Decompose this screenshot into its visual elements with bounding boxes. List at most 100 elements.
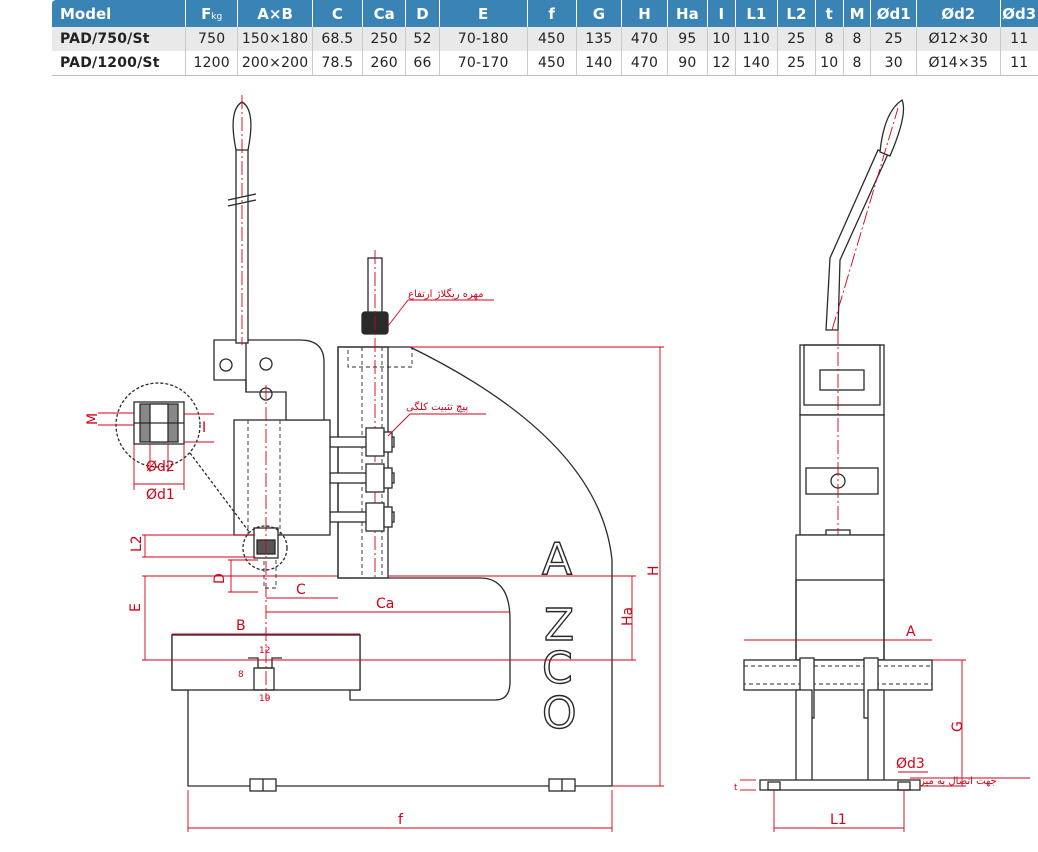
front-view: A Z C O	[115, 95, 613, 792]
dim-m: M	[85, 413, 101, 425]
header-d1: Ød1	[870, 0, 918, 27]
header-l1: L1	[735, 0, 778, 27]
table-cell: 1200	[185, 51, 239, 76]
header-force: Fkg	[185, 0, 239, 27]
note-table-mount: جهت اتصال به میز	[919, 776, 997, 787]
logo-letter-4: O	[542, 688, 577, 739]
header-e: E	[439, 0, 528, 27]
column-bolt-3	[329, 502, 395, 532]
dim-d2: Ød2	[146, 459, 175, 475]
spec-table: Model Fkg A×B C Ca D E f G H Ha I L1 L2 …	[52, 0, 1038, 76]
header-d2: Ød2	[916, 0, 1001, 27]
foot-bolt-left	[249, 778, 277, 792]
header-l2: L2	[777, 0, 816, 27]
table-cell: 25	[777, 27, 816, 51]
table-cell: 68.5	[312, 27, 363, 51]
side-lever-arm	[825, 149, 889, 331]
header-t: t	[815, 0, 844, 27]
dim-h: H	[646, 565, 662, 576]
dim-a: A	[906, 624, 916, 640]
dim-b: B	[236, 618, 246, 634]
table-cell: 140	[576, 51, 623, 76]
table-cell: 52	[405, 27, 440, 51]
note-head-screw: پیچ تثبیت کلگی	[406, 401, 468, 413]
side-work-table	[743, 659, 933, 691]
dim-ha: Ha	[620, 607, 636, 626]
table-cell: 200×200	[237, 51, 313, 76]
header-h: H	[621, 0, 668, 27]
table-cell: 70-170	[439, 51, 528, 76]
detail-circle-small	[242, 525, 288, 571]
side-dimensions: A G Ød3 جهت اتصال به میز t L1	[734, 624, 1030, 832]
table-cell: 470	[621, 27, 668, 51]
table-cell: 140	[735, 51, 778, 76]
table-cell: 260	[362, 51, 407, 76]
dim-i: I	[202, 420, 206, 436]
dim-d: D	[212, 573, 228, 584]
dim-t: t	[734, 783, 738, 793]
header-axb: A×B	[237, 0, 313, 27]
dim-g: G	[950, 721, 966, 732]
table-cell: 25	[777, 51, 816, 76]
table-cell: 11	[1000, 27, 1038, 51]
table-cell: 10	[707, 27, 736, 51]
header-force-label: F	[201, 4, 212, 23]
table-cell: 70-180	[439, 27, 528, 51]
header-ca: Ca	[362, 0, 407, 27]
ram-housing	[233, 419, 331, 536]
header-model: Model	[52, 0, 187, 27]
table-cell: 10	[815, 51, 844, 76]
side-leg-right	[867, 689, 885, 787]
header-g: G	[576, 0, 623, 27]
lever-bracket	[213, 339, 325, 421]
note-height-nut: مهره ریگلاژ ارتفاع	[408, 288, 483, 300]
foot-bolt-right	[548, 778, 576, 792]
table-cell: 470	[621, 51, 668, 76]
table-cell: 66	[405, 51, 440, 76]
dim-l1: L1	[830, 812, 847, 828]
table-cell: 8	[815, 27, 844, 51]
header-f: f	[527, 0, 577, 27]
table-cell: 250	[362, 27, 407, 51]
header-ha: Ha	[667, 0, 708, 27]
dim-l2: L2	[129, 535, 145, 552]
column-bolt-1	[329, 427, 395, 457]
dim-slot-12: 12	[259, 646, 270, 656]
dim-d3: Ød3	[896, 756, 925, 772]
table-cell: 11	[1000, 51, 1038, 76]
logo-letter-3: C	[542, 643, 573, 694]
header-m: M	[843, 0, 872, 27]
table-cell: 12	[707, 51, 736, 76]
table-cell: 8	[843, 51, 872, 76]
dim-ca: Ca	[376, 596, 394, 612]
dim-f: f	[398, 812, 404, 828]
side-body	[795, 534, 885, 661]
table-cell: 30	[870, 51, 918, 76]
header-force-unit: kg	[211, 11, 223, 22]
table-header-row: Model Fkg A×B C Ca D E f G H Ha I L1 L2 …	[52, 0, 1038, 27]
side-base	[759, 779, 921, 791]
header-i: I	[707, 0, 736, 27]
table-cell: 8	[843, 27, 872, 51]
table-cell: 95	[667, 27, 708, 51]
table-cell: 450	[527, 27, 577, 51]
front-dimensions: M I Ød2 Ød1 L2 D C E Ca B	[85, 288, 664, 832]
side-view	[743, 99, 933, 791]
table-cell: 750	[185, 27, 239, 51]
table-cell: 150×180	[237, 27, 313, 51]
table-cell: 135	[576, 27, 623, 51]
table-cell: PAD/750/St	[52, 27, 187, 51]
header-c: C	[312, 0, 363, 27]
side-leg-left	[795, 689, 813, 787]
dim-d1: Ød1	[146, 487, 175, 503]
header-d3: Ød3	[1000, 0, 1038, 27]
table-cell: 450	[527, 51, 577, 76]
header-d: D	[405, 0, 440, 27]
dim-slot-19: 19	[259, 694, 271, 704]
table-cell: Ø14×35	[916, 51, 1001, 76]
table-cell: 78.5	[312, 51, 363, 76]
dim-slot-8: 8	[238, 670, 244, 680]
